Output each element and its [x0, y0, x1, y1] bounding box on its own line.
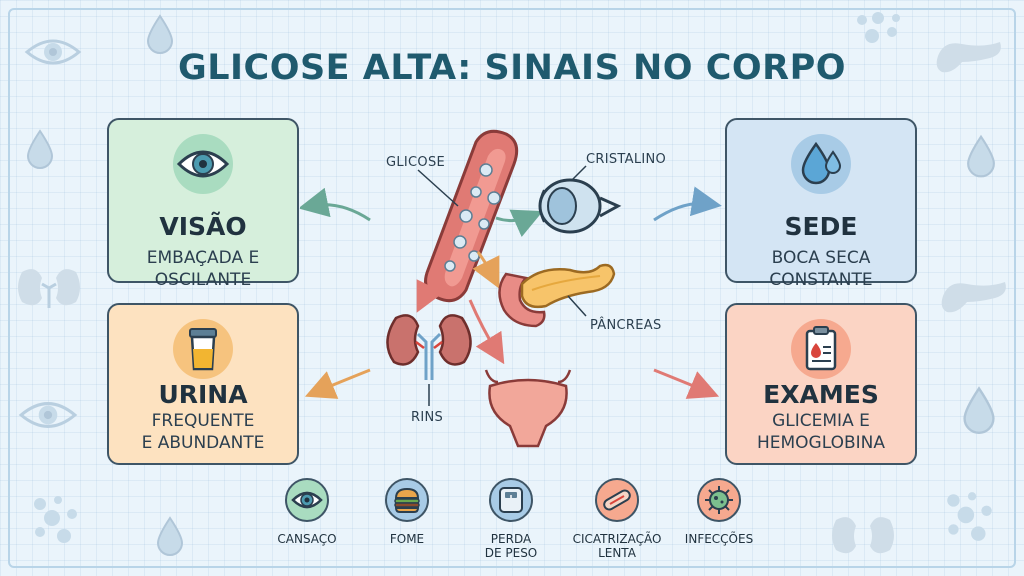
bandage-icon	[595, 478, 639, 522]
label-pancreas: PÂNCREAS	[590, 318, 662, 333]
symptom-infeccoes: INFECÇÕES	[664, 478, 774, 546]
kidney-icon	[18, 269, 80, 308]
card-desc-line: EMBAÇADA E	[146, 248, 260, 268]
symptom-label-line: CANSAÇO	[277, 532, 337, 546]
scale-icon	[489, 478, 533, 522]
eye-lens-icon	[538, 178, 622, 234]
symptom-cansaco: CANSAÇO	[252, 478, 362, 546]
card-description: EMBAÇADA E OSCILANTE	[109, 247, 297, 291]
kidney-icon	[832, 517, 894, 554]
symptom-label: INFECÇÕES	[664, 532, 774, 546]
urine-cup-icon	[171, 317, 235, 381]
card-description: BOCA SECA CONSTANTE	[727, 247, 915, 291]
arrow-to-sede	[653, 186, 722, 222]
card-desc-line: BOCA SECA	[771, 248, 871, 268]
symptom-label-line: LENTA	[598, 546, 636, 560]
eye-icon	[24, 39, 82, 65]
germ-icon	[697, 478, 741, 522]
bubbles-icon	[34, 496, 77, 543]
card-desc-line: FREQUENTE	[151, 411, 255, 431]
blood-vessel-icon	[424, 129, 519, 303]
card-exames: EXAMES GLICEMIA E HEMOGLOBINA	[725, 303, 917, 465]
arrow-to-exames	[653, 368, 720, 399]
card-desc-line: CONSTANTE	[769, 270, 873, 290]
burger-icon	[385, 478, 429, 522]
page-frame	[8, 8, 1016, 568]
symptom-cicatrizacao-lenta: CICATRIZAÇÃO LENTA	[562, 478, 672, 560]
symptom-label-line: INFECÇÕES	[684, 532, 754, 546]
label-rins: RINS	[411, 410, 444, 425]
symptom-label-line: CICATRIZAÇÃO	[572, 532, 662, 546]
kidneys-icon	[386, 314, 472, 380]
card-description: FREQUENTE E ABUNDANTE	[109, 410, 297, 454]
symptom-label-line: DE PESO	[484, 546, 538, 560]
symptom-label: PERDA DE PESO	[456, 532, 566, 560]
water-drop-icon	[26, 129, 54, 169]
pancreas-icon	[941, 282, 1006, 313]
arrow-to-visao	[300, 187, 371, 222]
card-title: VISÃO	[159, 212, 247, 241]
label-glicose: GLICOSE	[386, 155, 446, 170]
water-drop-icon	[146, 14, 174, 54]
eye-icon	[171, 132, 235, 196]
body-diagram	[300, 129, 722, 448]
symptom-label-line: FOME	[389, 532, 425, 546]
water-drops-icon	[789, 132, 853, 196]
water-drop-icon	[963, 386, 995, 434]
card-desc-line: GLICEMIA E	[772, 411, 870, 431]
symptom-perda-de-peso: PERDA DE PESO	[456, 478, 566, 560]
label-cristalino: CRISTALINO	[586, 152, 667, 167]
card-desc-line: E ABUNDANTE	[141, 433, 265, 453]
water-drop-icon	[967, 134, 995, 178]
arrow-to-urina	[304, 368, 371, 399]
symptom-label-line: PERDA	[490, 532, 532, 546]
symptom-label: CANSAÇO	[252, 532, 362, 546]
eye-icon	[285, 478, 329, 522]
eye-icon	[18, 402, 78, 428]
pancreas-icon	[498, 263, 616, 328]
card-visao: VISÃO EMBAÇADA E OSCILANTE	[107, 118, 299, 290]
card-desc-line: HEMOGLOBINA	[756, 433, 885, 453]
bubbles-icon	[947, 492, 992, 541]
bladder-icon	[484, 369, 572, 448]
water-drop-icon	[156, 516, 184, 556]
card-sede: SEDE BOCA SECA CONSTANTE	[725, 118, 917, 290]
card-title: EXAMES	[763, 380, 879, 409]
clipboard-blood-icon	[789, 317, 853, 381]
card-description: GLICEMIA E HEMOGLOBINA	[727, 410, 915, 454]
card-desc-line: OSCILANTE	[154, 270, 252, 290]
symptom-fome: FOME	[352, 478, 462, 546]
card-title: SEDE	[784, 212, 858, 241]
symptom-label: FOME	[352, 532, 462, 546]
bubbles-icon	[857, 12, 900, 43]
card-title: URINA	[158, 380, 248, 409]
pancreas-icon	[936, 42, 1001, 73]
symptom-label: CICATRIZAÇÃO LENTA	[562, 532, 672, 560]
page-title: GLICOSE ALTA: SINAIS NO CORPO	[177, 48, 846, 88]
card-urina: URINA FREQUENTE E ABUNDANTE	[107, 303, 299, 465]
